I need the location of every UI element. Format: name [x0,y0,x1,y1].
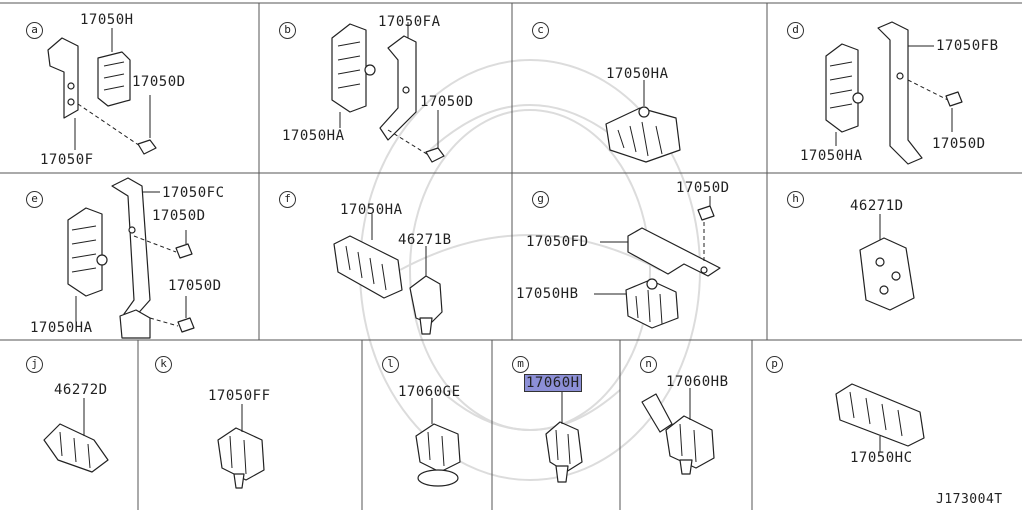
panel-letter-p: p [766,356,783,373]
part-label-17050HA[interactable]: 17050HA [282,128,345,144]
part-label-17050D[interactable]: 17050D [132,74,186,90]
panel-a-parts [47,28,157,155]
panel-letter-c: c [532,22,549,39]
part-label-17050D[interactable]: 17050D [420,94,474,110]
panel-b-parts [331,22,445,163]
panel-letter-a: a [26,22,43,39]
part-label-17060H-highlighted[interactable]: 17060H [524,374,582,392]
panel-letter-l: l [382,356,399,373]
part-label-17060GE[interactable]: 17060GE [398,384,461,400]
panel-k-parts [217,404,265,489]
part-label-46271B[interactable]: 46271B [398,232,452,248]
panel-g-parts [594,196,721,329]
part-label-17050D[interactable]: 17050D [932,136,986,152]
panel-letter-g: g [532,191,549,208]
panel-letter-h: h [787,191,804,208]
part-label-46271D[interactable]: 46271D [850,198,904,214]
panel-f-parts [333,214,443,335]
panel-letter-e: e [26,191,43,208]
part-label-17050D[interactable]: 17050D [152,208,206,224]
part-label-17050HA[interactable]: 17050HA [800,148,863,164]
part-label-17050FF[interactable]: 17050FF [208,388,271,404]
panel-letter-m: m [512,356,529,373]
diagram-id: J173004T [936,492,1003,507]
part-label-17050F[interactable]: 17050F [40,152,94,168]
panel-h-parts [859,214,915,311]
panel-c-parts [605,80,681,163]
panel-d-parts [825,21,963,165]
panel-n-parts [641,388,715,475]
part-label-17050FC[interactable]: 17050FC [162,185,225,201]
panel-letter-n: n [640,356,657,373]
part-label-17050FB[interactable]: 17050FB [936,38,999,54]
part-label-17050D[interactable]: 17050D [168,278,222,294]
panel-e-parts [67,177,195,339]
panel-letter-b: b [279,22,296,39]
panel-letter-k: k [155,356,172,373]
part-label-17050HA[interactable]: 17050HA [30,320,93,336]
part-label-17050HB[interactable]: 17050HB [516,286,579,302]
part-label-17050FA[interactable]: 17050FA [378,14,441,30]
part-label-17050H[interactable]: 17050H [80,12,134,28]
part-label-17050HC[interactable]: 17050HC [850,450,913,466]
panel-l-parts [415,398,461,487]
part-label-17050D[interactable]: 17050D [676,180,730,196]
panel-j-parts [43,398,109,473]
panel-letter-d: d [787,22,804,39]
part-label-17050FD[interactable]: 17050FD [526,234,589,250]
part-label-17060HB[interactable]: 17060HB [666,374,729,390]
panel-m-parts [545,392,583,483]
part-label-17050HA[interactable]: 17050HA [606,66,669,82]
part-label-46272D[interactable]: 46272D [54,382,108,398]
panel-letter-f: f [279,191,296,208]
panel-p-parts [835,383,925,452]
panel-letter-j: j [26,356,43,373]
part-label-17050HA[interactable]: 17050HA [340,202,403,218]
